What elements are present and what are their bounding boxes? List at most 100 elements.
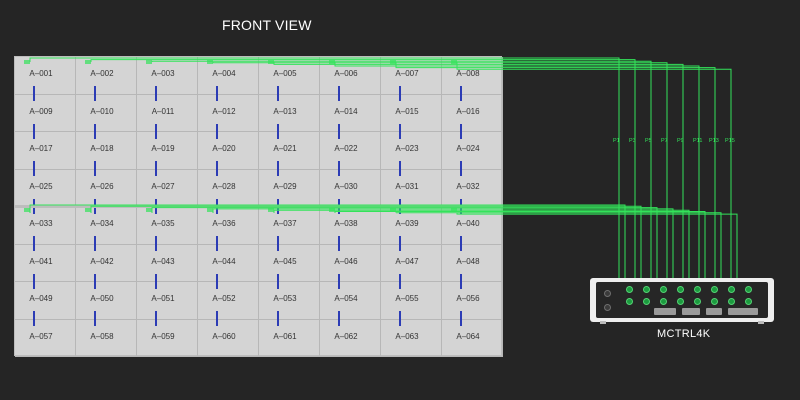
tile-a062[interactable]: A–062 xyxy=(320,319,381,357)
tile-a045[interactable]: A–045 xyxy=(259,244,320,289)
ethernet-port[interactable] xyxy=(677,298,684,305)
tile-a010[interactable]: A–010 xyxy=(76,94,137,139)
ethernet-port[interactable] xyxy=(711,298,718,305)
tile-a020[interactable]: A–020 xyxy=(198,132,259,176)
ethernet-port[interactable] xyxy=(728,298,735,305)
tile-a034[interactable]: A–034 xyxy=(76,207,137,251)
tile-a006[interactable]: A–006 xyxy=(320,57,381,101)
tile-a052[interactable]: A–052 xyxy=(198,282,259,326)
tile-a040[interactable]: A–040 xyxy=(442,207,503,251)
tile-a009[interactable]: A–009 xyxy=(15,94,76,139)
tile-a023[interactable]: A–023 xyxy=(381,132,442,176)
tile-a064[interactable]: A–064 xyxy=(442,319,503,357)
tile-a063[interactable]: A–063 xyxy=(381,319,442,357)
ethernet-port[interactable] xyxy=(643,298,650,305)
hdmi-port[interactable] xyxy=(682,308,700,315)
tile-a024[interactable]: A–024 xyxy=(442,132,503,176)
tile-label: A–060 xyxy=(212,331,236,341)
tile-a013[interactable]: A–013 xyxy=(259,94,320,139)
tile-a011[interactable]: A–011 xyxy=(137,94,198,139)
tile-a057[interactable]: A–057 xyxy=(15,319,76,357)
tile-a037[interactable]: A–037 xyxy=(259,207,320,251)
tile-a060[interactable]: A–060 xyxy=(198,319,259,357)
tile-a022[interactable]: A–022 xyxy=(320,132,381,176)
tile-a059[interactable]: A–059 xyxy=(137,319,198,357)
tile-label: A–027 xyxy=(151,181,175,191)
tile-label: A–055 xyxy=(395,294,419,303)
controller-foot xyxy=(758,321,764,324)
ethernet-port[interactable] xyxy=(728,286,735,293)
tile-a033[interactable]: A–033 xyxy=(15,207,76,251)
tile-a046[interactable]: A–046 xyxy=(320,244,381,289)
tile-a050[interactable]: A–050 xyxy=(76,282,137,326)
tile-a019[interactable]: A–019 xyxy=(137,132,198,176)
tile-label: A–008 xyxy=(456,69,480,78)
mctrl4k-controller[interactable] xyxy=(590,278,774,324)
tile-a018[interactable]: A–018 xyxy=(76,132,137,176)
tile-a003[interactable]: A–003 xyxy=(137,57,198,101)
tile-a021[interactable]: A–021 xyxy=(259,132,320,176)
ethernet-port[interactable] xyxy=(626,298,633,305)
tile-a017[interactable]: A–017 xyxy=(15,132,76,176)
tile-label: A–035 xyxy=(151,219,175,228)
tile-marker xyxy=(94,86,96,101)
cable-top-5 xyxy=(273,62,684,278)
tile-a054[interactable]: A–054 xyxy=(320,282,381,326)
tile-a015[interactable]: A–015 xyxy=(381,94,442,139)
tile-a047[interactable]: A–047 xyxy=(381,244,442,289)
tile-a053[interactable]: A–053 xyxy=(259,282,320,326)
tile-a039[interactable]: A–039 xyxy=(381,207,442,251)
tile-a055[interactable]: A–055 xyxy=(381,282,442,326)
tile-a043[interactable]: A–043 xyxy=(137,244,198,289)
tile-a002[interactable]: A–002 xyxy=(76,57,137,101)
tile-a038[interactable]: A–038 xyxy=(320,207,381,251)
dvi-port[interactable] xyxy=(654,308,676,315)
ethernet-port[interactable] xyxy=(677,286,684,293)
tile-a042[interactable]: A–042 xyxy=(76,244,137,289)
tile-a008[interactable]: A–008 xyxy=(442,57,503,101)
tile-a001[interactable]: A–001 xyxy=(15,57,76,101)
tile-a041[interactable]: A–041 xyxy=(15,244,76,289)
tile-a051[interactable]: A–051 xyxy=(137,282,198,326)
ethernet-port[interactable] xyxy=(694,298,701,305)
tile-a016[interactable]: A–016 xyxy=(442,94,503,139)
tile-a014[interactable]: A–014 xyxy=(320,94,381,139)
power-port[interactable] xyxy=(604,290,611,297)
tile-marker xyxy=(338,123,340,139)
ethernet-port[interactable] xyxy=(660,298,667,305)
tile-marker xyxy=(338,273,340,289)
tile-a058[interactable]: A–058 xyxy=(76,319,137,357)
ethernet-port[interactable] xyxy=(745,298,752,305)
tile-a004[interactable]: A–004 xyxy=(198,57,259,101)
ethernet-port[interactable] xyxy=(643,286,650,293)
tile-label: A–063 xyxy=(395,331,419,341)
tile-label: A–023 xyxy=(395,144,419,153)
tile-a007[interactable]: A–007 xyxy=(381,57,442,101)
dp-port[interactable] xyxy=(706,308,722,315)
tile-a048[interactable]: A–048 xyxy=(442,244,503,289)
tile-a012[interactable]: A–012 xyxy=(198,94,259,139)
usb-port[interactable] xyxy=(604,304,611,311)
tile-a036[interactable]: A–036 xyxy=(198,207,259,251)
tile-a005[interactable]: A–005 xyxy=(259,57,320,101)
tile-label: A–044 xyxy=(212,256,236,266)
tile-a035[interactable]: A–035 xyxy=(137,207,198,251)
ethernet-port[interactable] xyxy=(745,286,752,293)
tile-a049[interactable]: A–049 xyxy=(15,282,76,326)
tile-label: A–059 xyxy=(151,331,175,341)
ethernet-port[interactable] xyxy=(626,286,633,293)
tile-a056[interactable]: A–056 xyxy=(442,282,503,326)
controller-label: MCTRL4K xyxy=(657,328,711,340)
ethernet-port[interactable] xyxy=(711,286,718,293)
ethernet-port[interactable] xyxy=(660,286,667,293)
sdi-port[interactable] xyxy=(728,308,758,315)
tile-label: A–047 xyxy=(395,256,419,266)
tile-marker xyxy=(399,311,401,326)
tile-label: A–057 xyxy=(29,331,53,341)
tile-marker xyxy=(460,273,462,289)
tile-marker xyxy=(460,123,462,139)
tile-a044[interactable]: A–044 xyxy=(198,244,259,289)
ethernet-port[interactable] xyxy=(694,286,701,293)
tile-a061[interactable]: A–061 xyxy=(259,319,320,357)
